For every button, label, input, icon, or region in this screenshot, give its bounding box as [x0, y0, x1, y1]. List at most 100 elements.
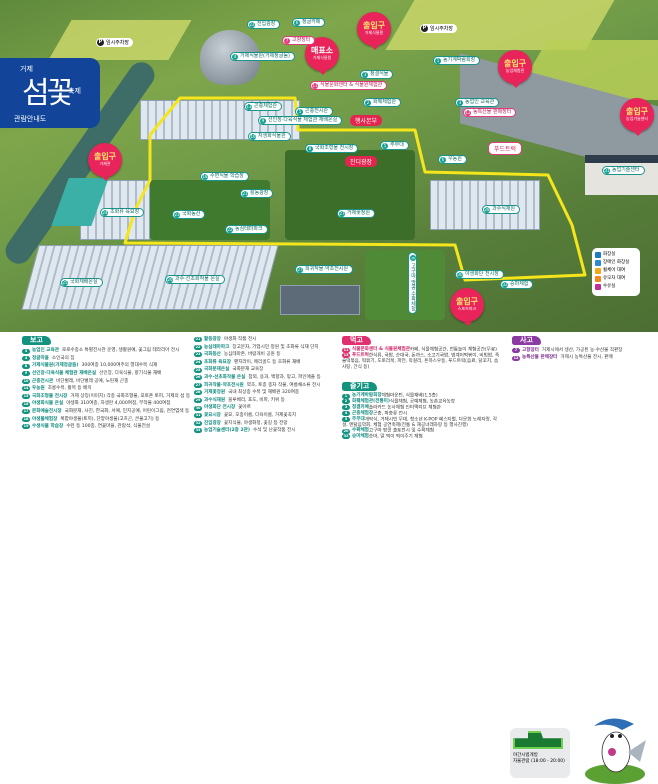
legend-place: 곤충전시관 [32, 378, 54, 384]
label-number: 6 [294, 19, 300, 26]
legend-place: 식물문화센터 & 식물원체험관 [352, 347, 410, 353]
label-text: 곤충체험관 [254, 103, 278, 109]
legend-desc: 300여종 10,000여주의 열대수목 식재 [81, 363, 158, 369]
legend-desc: 꽃지식물, 야생화정, 꽃길 등 전망 [223, 420, 288, 426]
legend-desc: 수련 등 100종, 연꽃마을, 관람석, 식물전설 [66, 424, 151, 430]
legend-place: 국화분재온실 [204, 367, 230, 373]
label-number: 26 [167, 276, 173, 283]
parking-icon: P [97, 39, 104, 46]
legend-number: 7 [512, 348, 520, 354]
gate-label: 매표소 [310, 46, 334, 55]
event-hq-label[interactable]: 행사본부 [350, 115, 383, 126]
food-truck-label[interactable]: 푸드트럭 [488, 142, 523, 155]
label-number: 3 [457, 99, 463, 106]
label-number: 32 [502, 281, 508, 288]
legend-number: 32 [342, 434, 350, 440]
legend-number: 27 [194, 382, 202, 388]
legend-desc: 식물체험, 공예체험, 농촌교육농장 [390, 399, 456, 405]
label-text: 우농원 [448, 156, 462, 162]
legend-number: 22 [194, 344, 202, 350]
lawn-plaza-label[interactable]: 잔디광장 [345, 156, 378, 167]
label-text: 농기계박람회장 [443, 57, 476, 63]
label-number: 25 [62, 279, 68, 286]
label-text: 자생화식물관 [258, 133, 286, 139]
gate-label: 출입구 [455, 297, 479, 306]
legend-place: 야생물체험장 [32, 416, 58, 422]
legend-place: 곤충체험장 [352, 410, 374, 416]
facility-wheelchair: 휠체어 대여 [595, 267, 637, 275]
label-text: 진입광장 [257, 21, 276, 27]
facility-stroller: 유모차 대여 [595, 275, 637, 283]
legend-number: 29 [194, 398, 202, 404]
legend-number: 25 [194, 367, 202, 373]
legend-number: 4 [22, 356, 30, 362]
legend-place: 거제꽃정원 [204, 390, 226, 396]
parking-icon: P [421, 25, 428, 32]
legend-place: 꽃묘시장 [204, 412, 221, 418]
legend-place: 야생화식물 온실 [32, 401, 64, 407]
legend-desc: 조롱수목, 활목 등 배치 [47, 386, 92, 392]
legend-desc: 곤충, 파충류 전시 [373, 411, 408, 417]
label-text: 수변식물 학습장 [210, 173, 244, 179]
title-suffix: 축제 [68, 87, 81, 95]
legend-place: 농업기술센터(2층 2관) [204, 428, 251, 434]
legend-desc: 거제시 농특산물 전시, 판매 [560, 355, 613, 361]
label-text: 과수식재원 [492, 206, 516, 212]
label-number: 22 [249, 21, 255, 28]
